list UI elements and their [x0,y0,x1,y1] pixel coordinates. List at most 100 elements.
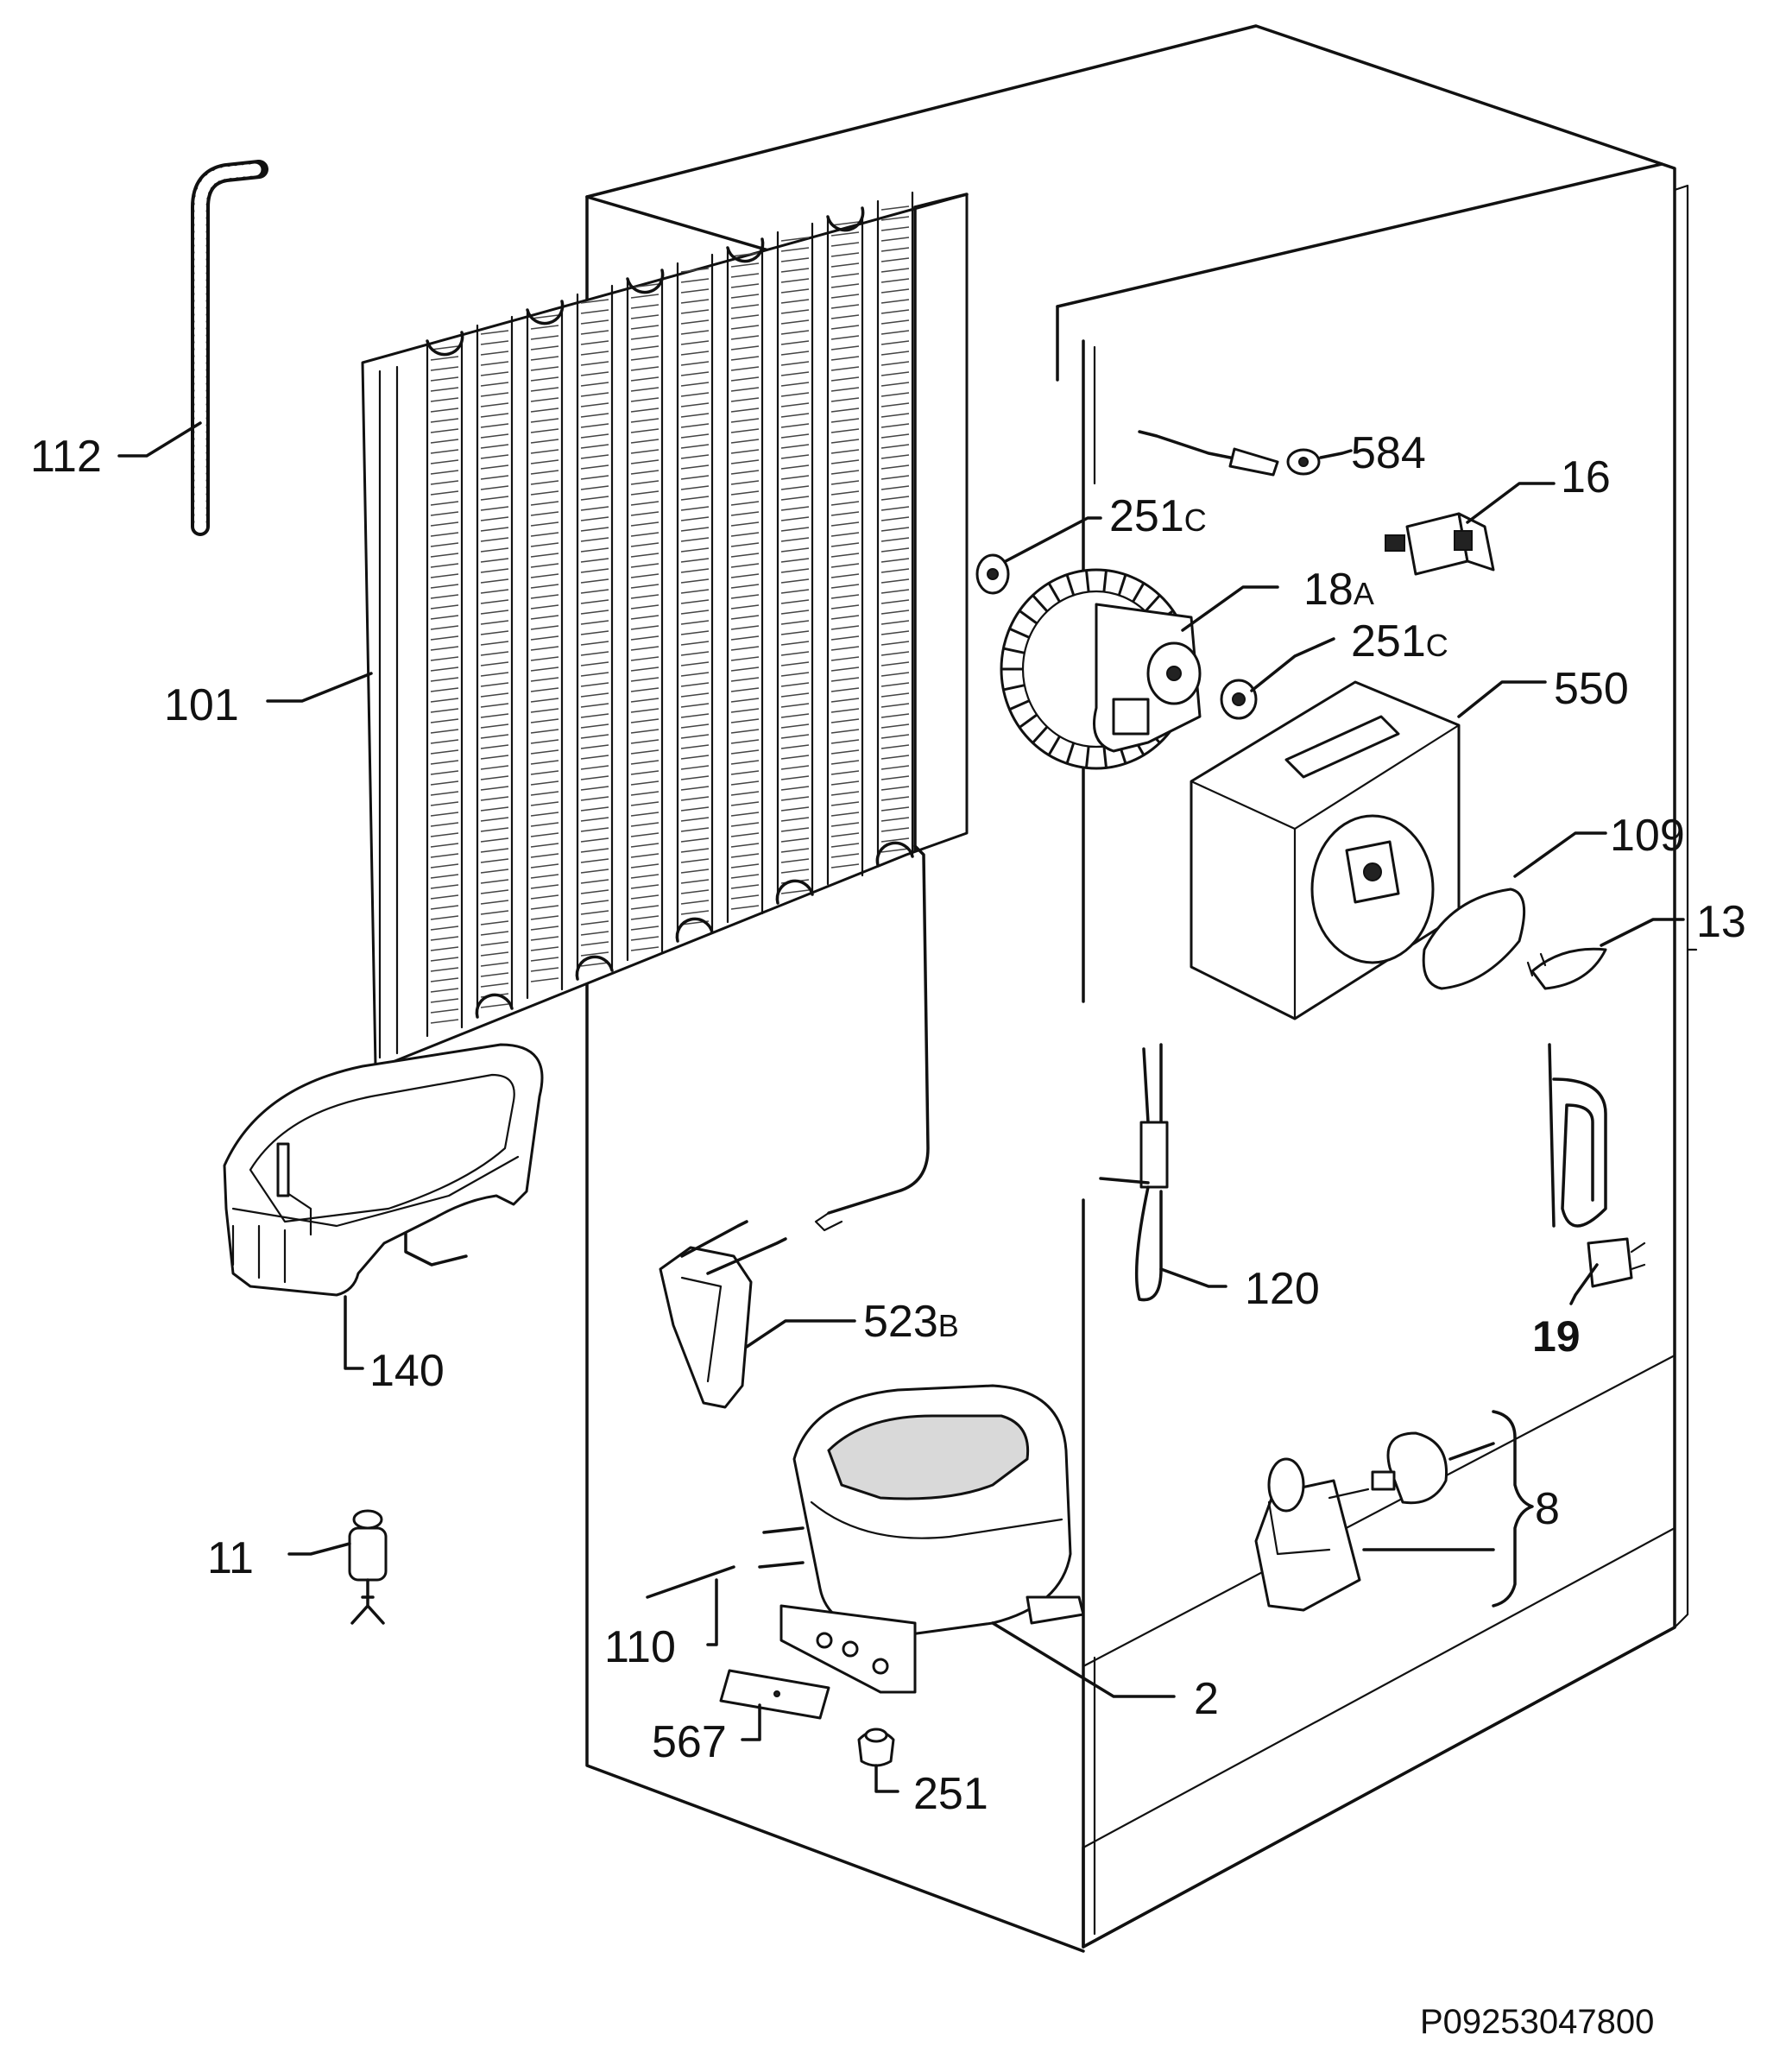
plate-567 [719,1669,830,1720]
leader-120 [1159,1267,1227,1288]
fan-blade [1117,574,1127,596]
drain-hose-112 [191,160,268,536]
leader-251 [874,1764,899,1793]
label-523b: 523B [863,1297,959,1347]
grommet-251 [857,1728,895,1767]
fan-blade [1144,594,1161,613]
coil-bend [875,841,914,867]
leader-523b [745,1319,856,1349]
coil-fins [880,205,910,853]
coil-bend [675,917,714,943]
reference-code: P09253047800 [1420,2003,1654,2041]
coil-fins [480,330,509,1008]
label-2: 2 [1194,1674,1219,1724]
coil-tube [526,300,564,1000]
leader-110 [706,1578,718,1646]
leader-550 [1457,680,1547,718]
fan-blade [1065,742,1076,764]
coil-fins [530,314,559,982]
leader-112 [117,421,202,458]
label-11: 11 [207,1533,254,1583]
fan-blade [1008,699,1030,711]
coil-tube [426,331,464,1038]
fan-blade [1003,647,1026,654]
label-550: 550 [1554,664,1629,714]
coil-bend [475,993,514,1019]
coil-bend [426,331,464,357]
fan-blade [1047,736,1061,756]
fan-18a [1000,568,1202,770]
coil-tube [476,315,514,1019]
label-101: 101 [164,680,239,730]
label-18a: 18A [1303,565,1374,615]
label-251c-a: 251C [1109,491,1207,541]
leader-251c-b [1250,637,1335,692]
fan-blade [1132,582,1145,603]
label-8: 8 [1535,1484,1560,1534]
label-251c-b: 251C [1351,616,1448,666]
fan-blade [1019,610,1038,625]
condenser-coils [426,191,914,1038]
drip-tray-140 [223,1043,544,1297]
coil-bend [626,268,665,294]
coil-bend [726,237,765,263]
label-567: 567 [652,1717,727,1767]
part-11 [348,1509,388,1625]
fan-blade [1047,582,1061,603]
cable-19 [1548,1043,1646,1288]
fan-blade [1032,725,1049,744]
coil-bend [575,955,614,981]
label-109: 109 [1610,811,1685,861]
coil-bend [526,300,565,325]
fan-blade [1102,746,1108,768]
coil-tube [826,206,864,886]
relay-8 [1254,1431,1448,1612]
coil-fins [780,237,810,894]
fan-blade [1102,570,1108,592]
label-110: 110 [604,1622,676,1672]
tube-110 [646,1565,735,1599]
sensor-584 [1138,430,1321,477]
leader-109 [1513,831,1607,878]
fan-blade [1085,746,1090,768]
fan-blade [1085,570,1090,592]
fan-blade [1019,713,1038,729]
label-120: 120 [1245,1264,1320,1314]
leader-18a [1181,585,1279,632]
leader-251c-a [1004,516,1102,563]
label-13: 13 [1696,897,1746,947]
coil-tube [876,191,914,867]
clip-13 [1526,947,1607,990]
leader-19 [1569,1263,1599,1305]
bracket-8 [1492,1410,1534,1608]
leader-13 [1600,918,1685,947]
coil-tube [576,284,614,981]
bush-251c-b [1220,679,1258,720]
label-112: 112 [30,432,102,482]
coil-bend [775,879,814,905]
fan-blade [1008,627,1030,639]
label-140: 140 [369,1346,445,1396]
fan-blade [1032,594,1049,613]
coil-fins [580,299,609,967]
coil-tube [676,253,714,943]
bracket-523b [659,1220,787,1409]
heater-120 [1099,1043,1169,1302]
fan-housing-550 [1190,680,1461,1020]
leader-567 [741,1703,761,1741]
switch-16 [1385,512,1495,576]
fan-blade [1065,574,1076,596]
coil-fins [680,268,710,925]
leader-8-upper [1448,1442,1495,1461]
label-19: 19 [1532,1312,1581,1361]
coil-bend [826,206,865,232]
coil-fins [430,345,459,1024]
leader-11 [287,1542,351,1556]
coil-tube [776,222,814,905]
label-584: 584 [1351,428,1426,478]
cover-109 [1422,888,1526,990]
bush-251c-a [975,553,1010,595]
coil-tube [626,268,664,962]
leader-16 [1466,482,1556,524]
